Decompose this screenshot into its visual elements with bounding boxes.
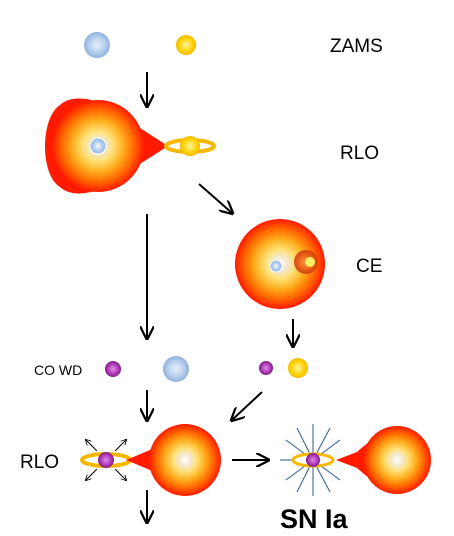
label-co-wd: CO WD <box>34 362 82 378</box>
arrow-post-ce-to-rlo <box>232 391 263 420</box>
label-sn-ia: SN Ia <box>280 504 349 534</box>
main-sequence-companion-left <box>163 356 189 382</box>
label-rlo-bottom: RLO <box>20 452 59 473</box>
common-envelope-star <box>235 219 325 309</box>
wind-outflow-arrows <box>86 440 126 480</box>
co-white-dwarf-left <box>105 361 121 377</box>
main-sequence-companion-right <box>288 358 308 378</box>
exploding-white-dwarf <box>291 452 335 468</box>
label-zams: ZAMS <box>330 36 383 57</box>
accreting-white-dwarf-with-disk <box>80 452 132 468</box>
zams-primary-star <box>84 32 110 58</box>
label-rlo-top: RLO <box>340 143 379 164</box>
rlo-accreting-companion <box>164 136 216 156</box>
rlo-giant-star <box>45 98 168 194</box>
arrow-rlo-to-ce <box>198 183 232 213</box>
zams-companion-star <box>176 35 196 55</box>
label-ce: CE <box>356 256 382 277</box>
donor-giant-star <box>126 424 221 496</box>
co-white-dwarf-right <box>259 361 273 375</box>
surviving-giant-star <box>336 426 431 494</box>
